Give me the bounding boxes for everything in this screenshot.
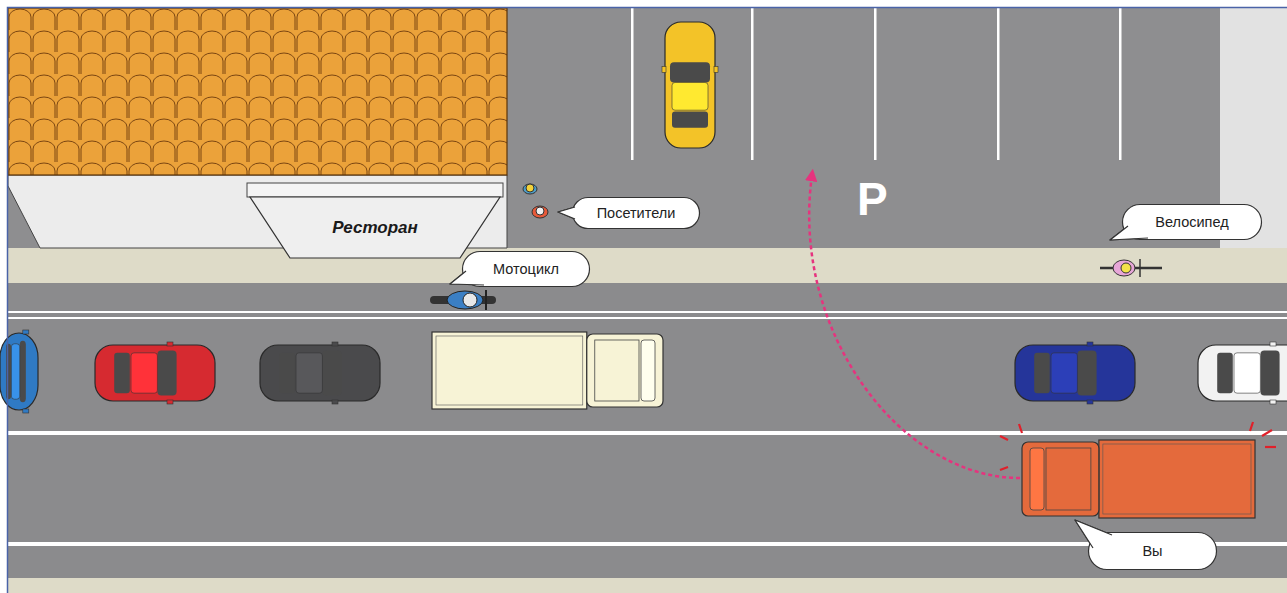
truck: [432, 332, 663, 409]
sign-text: Ресторан: [332, 218, 418, 238]
parking-line: [751, 8, 754, 160]
car: [662, 22, 718, 148]
pedestrians: [523, 184, 548, 218]
car: [260, 342, 380, 404]
text-box: Велосипед: [1122, 204, 1262, 240]
text-box: Мотоцикл: [462, 251, 590, 287]
motorcycle: [430, 290, 496, 310]
text-box: Ресторан: [250, 197, 500, 260]
edge-line: [8, 311, 1287, 313]
parking-sign: P: [857, 176, 888, 222]
tiled-roof: [8, 8, 507, 175]
callout-text: Мотоцикл: [493, 261, 559, 277]
parking-line: [997, 8, 1000, 160]
restaurant-sign: Ресторан: [250, 197, 500, 258]
frame: [8, 8, 1287, 593]
lane-line: [8, 431, 1287, 435]
callout-bubble: Велосипед: [1122, 204, 1262, 240]
text-box: Вы: [1088, 532, 1217, 570]
callout-bubble: Мотоцикл: [462, 251, 590, 287]
truck: [1022, 440, 1255, 518]
car: [1015, 342, 1135, 404]
callout-bubble: Посетители: [572, 197, 700, 229]
car: [1198, 342, 1287, 404]
vehicles: [0, 22, 1287, 518]
parking-line: [631, 8, 634, 160]
text-box: Посетители: [572, 197, 700, 229]
edge-line: [8, 317, 1287, 319]
road: [8, 283, 1287, 578]
callout-bubble: Вы: [1088, 532, 1217, 570]
car: [0, 330, 38, 413]
route-arrow: [809, 175, 1020, 478]
car: [95, 342, 215, 404]
parking-lot: [8, 8, 1287, 253]
parking-line: [874, 8, 877, 160]
hazard-lights: [1000, 422, 1276, 470]
sidewalk: [8, 248, 1287, 283]
callout-text: Велосипед: [1155, 214, 1228, 230]
sidewalk: [8, 578, 1287, 593]
callout-text: Посетители: [597, 205, 676, 221]
bicycle: [1100, 259, 1162, 277]
callout-text: Вы: [1142, 543, 1162, 559]
parking-line: [1119, 8, 1122, 160]
sign-bar: [247, 183, 503, 197]
